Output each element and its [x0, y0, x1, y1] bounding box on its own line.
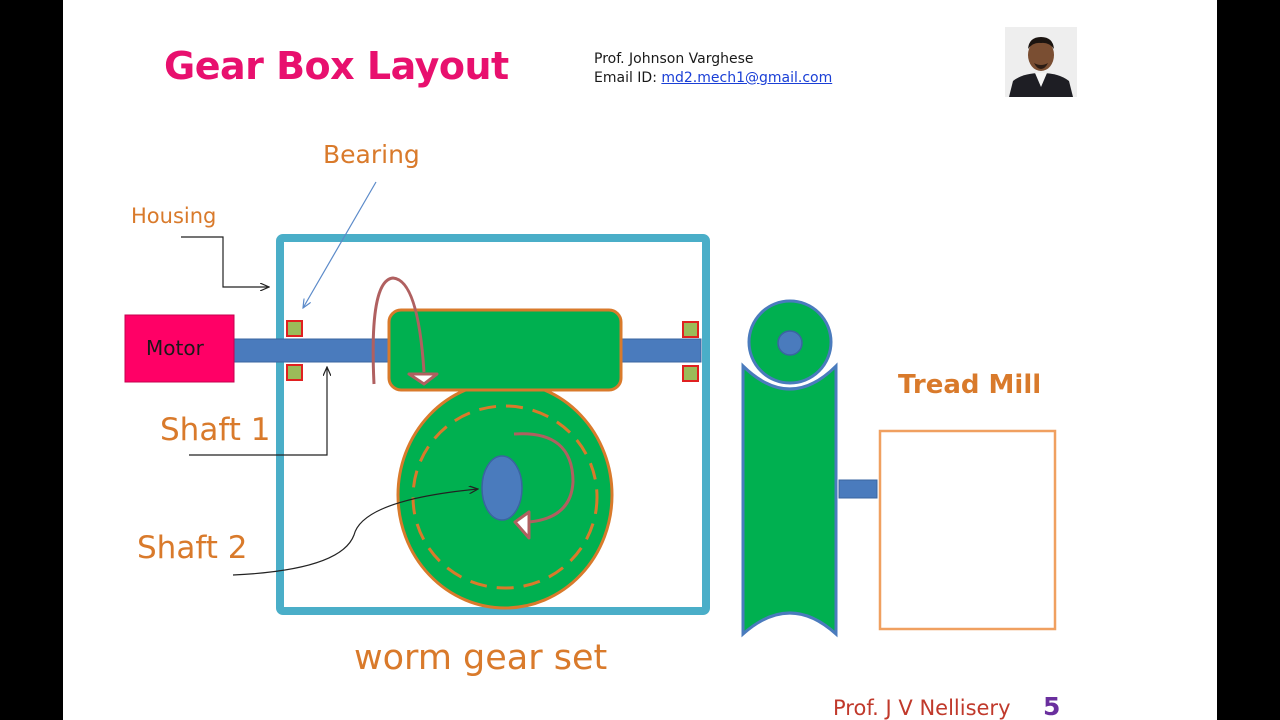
- gearbox-diagram: [63, 0, 1217, 720]
- tread-mill-shaft: [839, 480, 877, 498]
- worm-gear-set-label: worm gear set: [354, 638, 607, 678]
- bearing-leader: [303, 182, 376, 308]
- shaft-2-end: [482, 456, 522, 520]
- bearing-left-bottom: [287, 365, 302, 380]
- belt-roller: [743, 366, 836, 634]
- bearing-label: Bearing: [323, 140, 420, 169]
- bearing-right-bottom: [683, 366, 698, 381]
- housing-label: Housing: [131, 204, 216, 228]
- bearing-left-top: [287, 321, 302, 336]
- shaft-1-label: Shaft 1: [160, 412, 270, 448]
- footer-author: Prof. J V Nellisery: [833, 696, 1011, 720]
- slide: Gear Box Layout Prof. Johnson Varghese E…: [63, 0, 1217, 720]
- drive-pulley-shaft: [778, 331, 802, 355]
- bearing-right-top: [683, 322, 698, 337]
- motor-label: Motor: [146, 336, 204, 360]
- tread-mill-label: Tread Mill: [898, 370, 1041, 400]
- shaft-2-label: Shaft 2: [137, 530, 247, 566]
- housing-leader: [181, 237, 269, 287]
- page-number: 5: [1043, 692, 1060, 720]
- tread-mill-box: [880, 431, 1055, 629]
